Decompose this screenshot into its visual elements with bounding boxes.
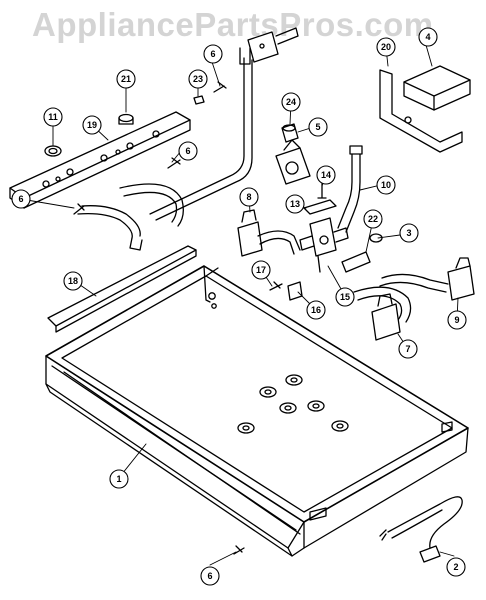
callout-label-9: 9 — [454, 315, 459, 325]
callout-label-18: 18 — [68, 276, 78, 286]
screw-part — [193, 95, 205, 105]
trim-strip — [47, 245, 197, 333]
callout-label-2: 2 — [453, 562, 458, 572]
callout-22 — [363, 209, 383, 229]
callout-2 — [446, 557, 466, 577]
callout-label-3: 3 — [406, 228, 411, 238]
callout-label-7: 7 — [405, 344, 410, 354]
callout-label-24: 24 — [286, 97, 296, 107]
elbow-fitting — [281, 123, 299, 143]
screw-part — [233, 545, 245, 555]
callout-label-1: 1 — [116, 474, 121, 484]
callout-7 — [398, 339, 418, 359]
screw-part — [73, 203, 85, 215]
callout-13 — [285, 194, 305, 214]
watermark-text: AppliancePartsPros.com — [32, 6, 434, 43]
callout-24 — [281, 92, 301, 112]
screw-part — [213, 81, 227, 93]
callout-5 — [308, 117, 328, 137]
power-cord — [379, 496, 463, 563]
callout-11 — [43, 107, 63, 127]
callout-labels: 1 2 3 4 5 6 6 6 6 7 8 9 10 11 13 14 15 1… — [18, 32, 459, 581]
screw-part — [269, 281, 283, 291]
callout-17 — [251, 260, 271, 280]
callout-label-6c: 6 — [18, 194, 23, 204]
callout-label-4: 4 — [425, 32, 430, 42]
callout-label-14: 14 — [321, 170, 331, 180]
o-ring — [369, 233, 383, 243]
cover-bracket — [379, 69, 463, 153]
callout-label-16: 16 — [311, 305, 321, 315]
callout-15 — [335, 287, 355, 307]
orifice-fitting — [341, 251, 371, 273]
callout-1 — [109, 469, 129, 489]
callout-6a — [203, 44, 223, 64]
callout-4 — [418, 27, 438, 47]
callout-circles — [11, 27, 467, 586]
callout-label-20: 20 — [381, 42, 391, 52]
callout-label-13: 13 — [290, 199, 300, 209]
callout-21 — [116, 69, 136, 89]
callout-label-6d: 6 — [207, 571, 212, 581]
callout-10 — [376, 175, 396, 195]
callout-6c — [11, 189, 31, 209]
cooktop-tray — [45, 265, 469, 557]
clip-part — [287, 281, 303, 301]
callout-label-10: 10 — [381, 180, 391, 190]
burner-valve-front — [353, 286, 412, 341]
callout-19 — [82, 115, 102, 135]
callout-label-8: 8 — [246, 192, 251, 202]
cover-box — [403, 65, 471, 111]
callout-label-11: 11 — [48, 112, 58, 122]
callout-6b — [178, 141, 198, 161]
callout-20 — [376, 37, 396, 57]
callout-9 — [447, 310, 467, 330]
burner-valve-right — [379, 257, 475, 301]
callout-label-15: 15 — [340, 292, 350, 302]
callout-label-17: 17 — [256, 265, 266, 275]
pressure-regulator — [275, 139, 311, 185]
hose-loop — [77, 183, 184, 251]
callout-label-19: 19 — [87, 120, 97, 130]
callout-14 — [316, 165, 336, 185]
gas-hose — [337, 145, 363, 233]
callout-label-5: 5 — [315, 122, 320, 132]
callout-label-6a: 6 — [210, 49, 215, 59]
washer-part — [44, 145, 62, 157]
callout-label-22: 22 — [368, 214, 378, 224]
valve-assembly — [299, 217, 349, 273]
callout-label-6b: 6 — [185, 146, 190, 156]
callout-3 — [399, 223, 419, 243]
mounting-bracket — [303, 199, 337, 215]
callout-label-23: 23 — [193, 74, 203, 84]
callout-18 — [63, 271, 83, 291]
callout-16 — [306, 300, 326, 320]
screw-part — [167, 157, 181, 169]
callout-23 — [188, 69, 208, 89]
callout-8 — [239, 187, 259, 207]
callout-label-21: 21 — [121, 74, 131, 84]
callout-6d — [200, 566, 220, 586]
gas-supply-tube — [149, 27, 299, 221]
burner-valve-left — [237, 209, 301, 257]
